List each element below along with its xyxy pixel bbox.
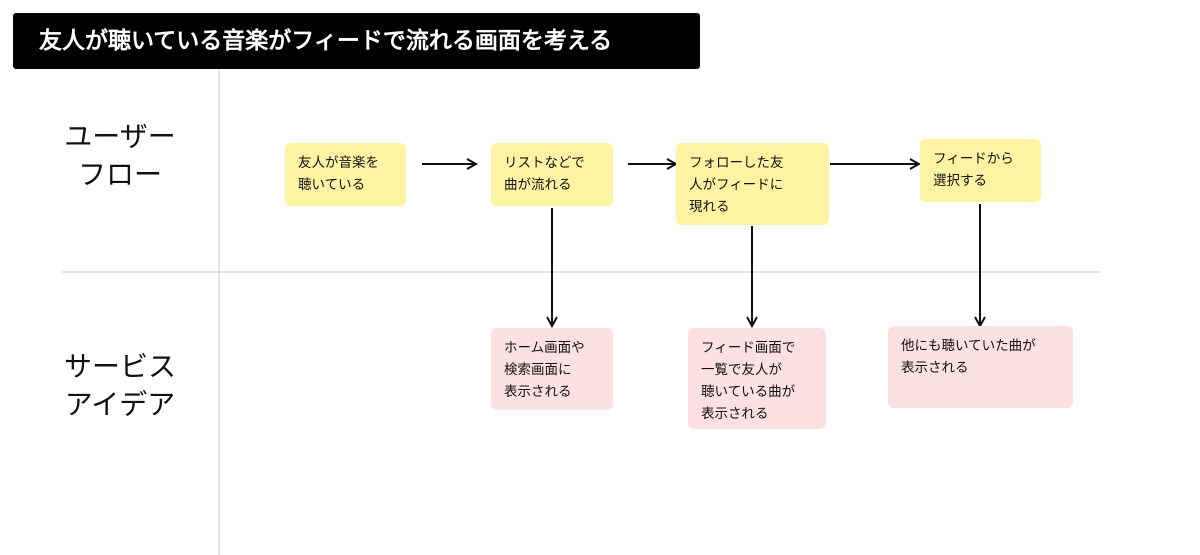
- idea-note-feed-list[interactable]: フィード画面で 一覧で友人が 聴いている曲が 表示される: [688, 328, 826, 429]
- note-line: 一覧で友人が: [701, 362, 782, 378]
- note-line: 検索画面に: [504, 362, 572, 378]
- note-line: 聴いている曲が: [701, 384, 796, 400]
- note-line: 他にも聴いていた曲が: [901, 338, 1036, 354]
- row-label-line: フロー: [77, 158, 162, 191]
- row-label-line: サービス: [63, 350, 176, 383]
- flow-note-song-plays[interactable]: リストなどで 曲が流れる: [491, 143, 613, 206]
- note-line: 表示される: [701, 406, 769, 422]
- note-line: フォローした友: [689, 155, 784, 171]
- note-line: 選択する: [933, 173, 987, 189]
- note-line: 表示される: [504, 384, 572, 400]
- row-label-line: アイデア: [64, 388, 176, 421]
- note-line: 人がフィードに: [689, 177, 784, 193]
- note-line: ホーム画面や: [504, 340, 585, 356]
- note-line: 表示される: [901, 360, 969, 376]
- flow-note-friend-listening[interactable]: 友人が音楽を 聴いている: [285, 143, 406, 206]
- note-line: 現れる: [689, 199, 730, 215]
- idea-note-other-songs[interactable]: 他にも聴いていた曲が 表示される: [888, 326, 1073, 408]
- row-label-service-idea: サービス アイデア: [40, 348, 200, 424]
- row-label-user-flow: ユーザー フロー: [40, 118, 200, 194]
- note-line: フィードから: [933, 151, 1014, 167]
- note-line: 友人が音楽を: [298, 155, 379, 171]
- idea-note-home-search[interactable]: ホーム画面や 検索画面に 表示される: [491, 328, 613, 410]
- note-line: リストなどで: [504, 155, 585, 171]
- note-line: 聴いている: [298, 177, 366, 193]
- page-title: 友人が聴いている音楽がフィードで流れる画面を考える: [13, 13, 700, 69]
- flow-note-followed-friend[interactable]: フォローした友 人がフィードに 現れる: [676, 143, 829, 225]
- note-line: フィード画面で: [701, 340, 796, 356]
- row-label-line: ユーザー: [64, 120, 176, 153]
- flow-note-select-from-feed[interactable]: フィードから 選択する: [920, 139, 1041, 202]
- note-line: 曲が流れる: [504, 177, 572, 193]
